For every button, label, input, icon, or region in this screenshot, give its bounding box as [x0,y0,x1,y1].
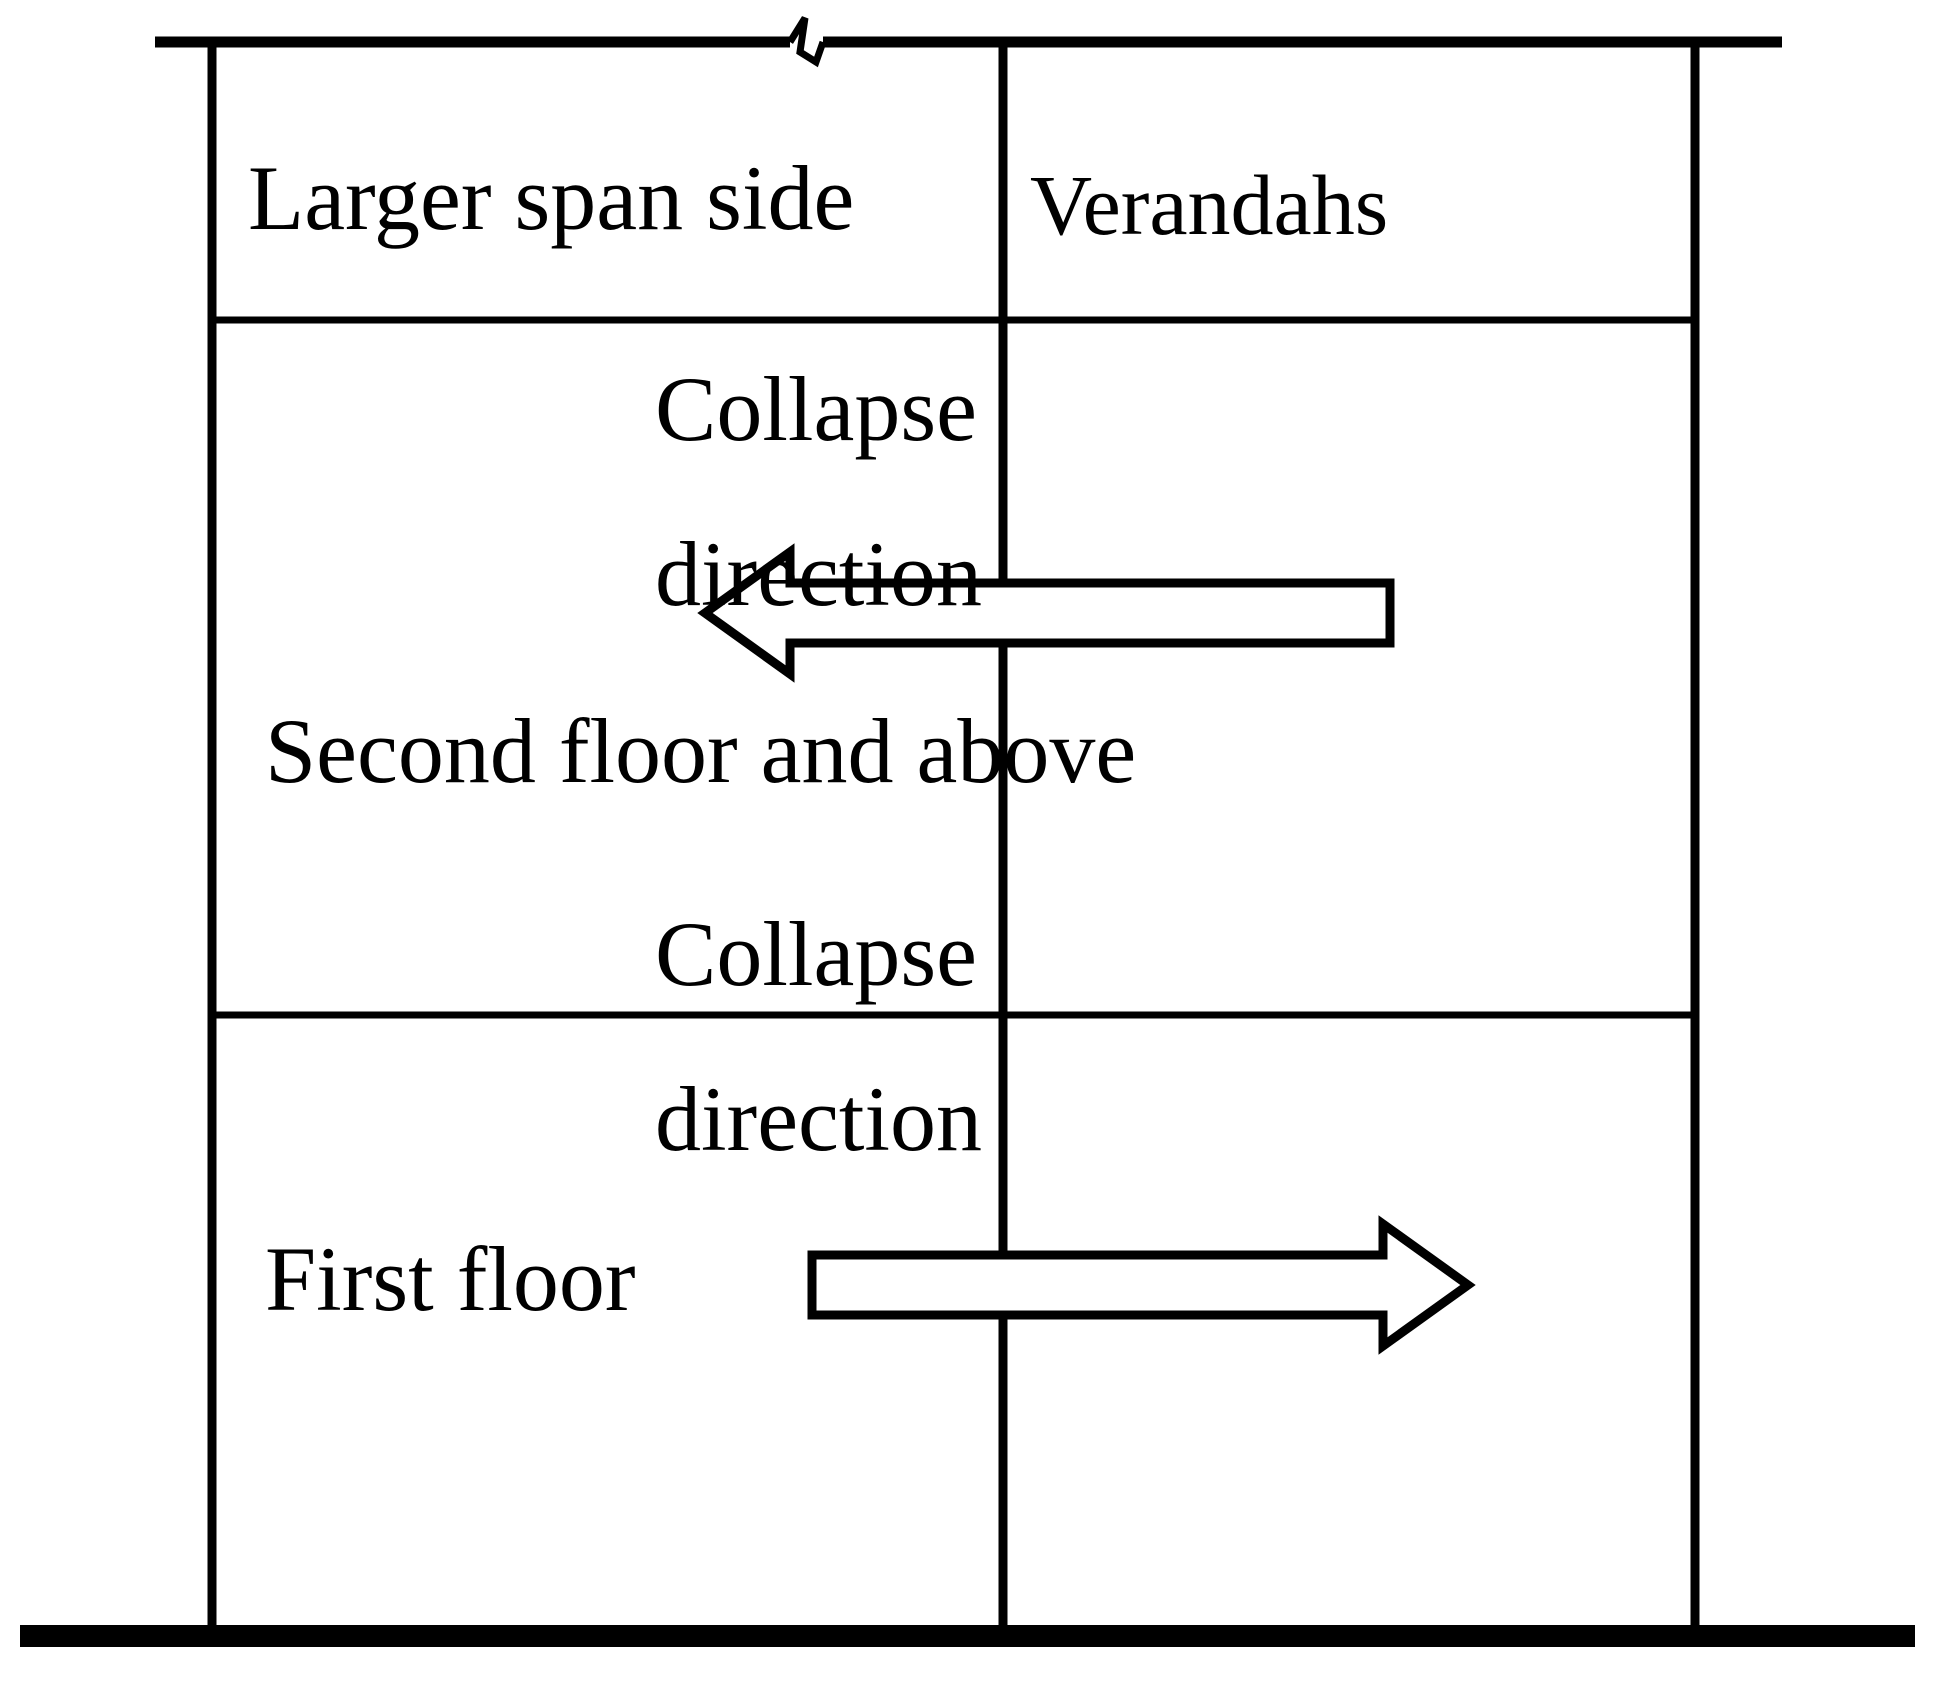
label-direction-lower: direction [655,1068,982,1170]
label-direction-upper: direction [655,523,982,625]
lower-collapse-arrow-shape [807,1215,1476,1355]
label-larger-span-side: Larger span side [248,147,855,249]
label-collapse-lower: Collapse [655,903,977,1005]
label-second-floor-and-above: Second floor and above [265,700,1137,802]
upper-collapse-arrow-shape [697,543,1395,683]
label-first-floor: First floor [265,1228,636,1330]
roof-break-zigzag-icon [787,16,827,68]
label-verandahs: Verandahs [1030,157,1389,253]
label-collapse-upper: Collapse [655,358,977,460]
